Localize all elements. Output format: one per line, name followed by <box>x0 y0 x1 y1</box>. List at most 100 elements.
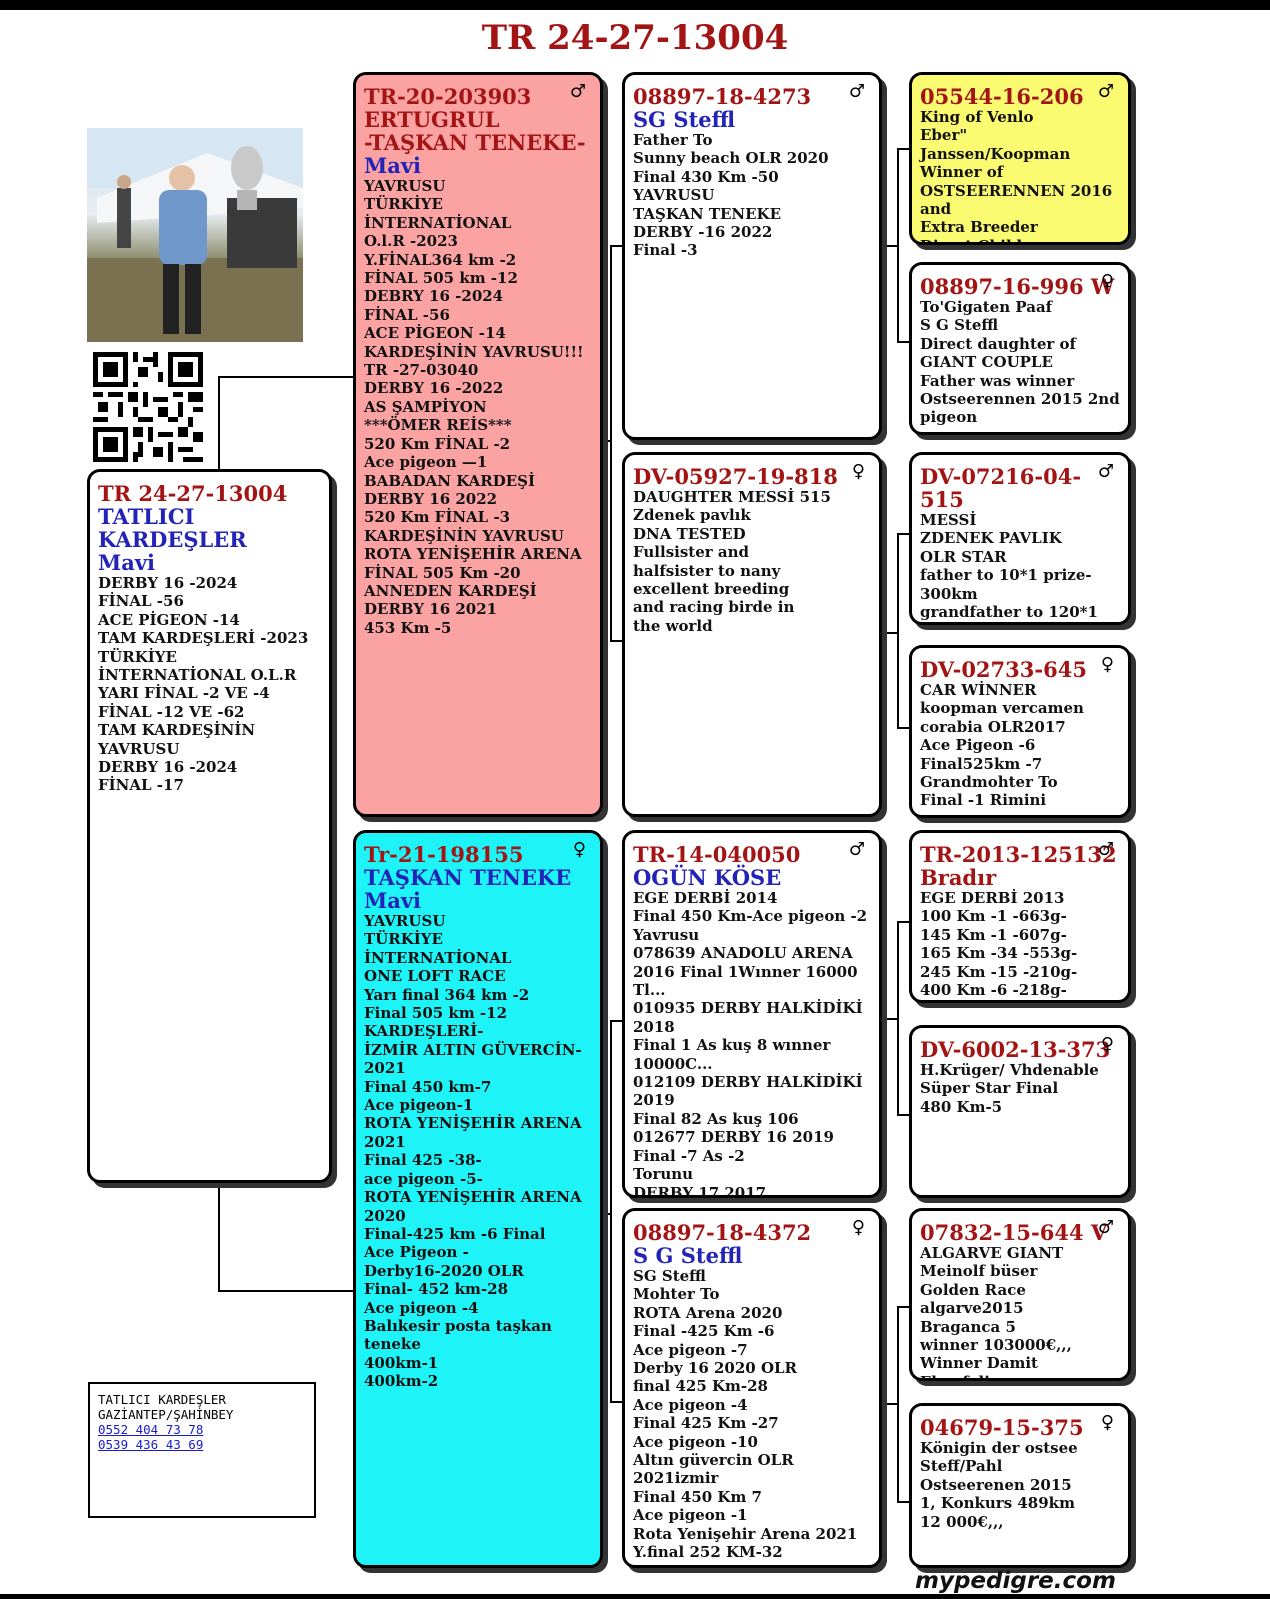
pigeon-notes: H.Krüger/ Vhdenable Süper Star Final 480… <box>920 1061 1099 1116</box>
pigeon-color: Mavi <box>98 550 156 575</box>
female-icon: ♀ <box>851 1217 865 1238</box>
male-icon: ♂ <box>569 81 586 102</box>
grandsire-card[interactable]: ♂ TR-14-040050 OGÜN KÖSE EGE DERBİ 2014 … <box>622 830 882 1198</box>
pigeon-color: Mavi <box>364 153 422 178</box>
pigeon-notes: ALGARVE GIANT Meinolf büser Golden Race … <box>920 1244 1072 1378</box>
female-icon: ♀ <box>1100 271 1114 292</box>
pigeon-notes: Königin der ostsee Steff/Pahl Ostseerene… <box>920 1439 1078 1531</box>
connector-line <box>218 376 220 469</box>
connector-line <box>897 533 909 535</box>
dam-card[interactable]: ♀ Tr-21-198155 TAŞKAN TENEKE Mavi YAVRUS… <box>353 830 603 1568</box>
page-title: TR 24-27-13004 <box>481 18 789 58</box>
contact-location: GAZİANTEP/ŞAHİNBEY <box>98 1407 234 1422</box>
pigeon-notes: SG Steffl Mohter To ROTA Arena 2020 Fina… <box>633 1267 858 1562</box>
pigeon-name: S G Steffl <box>633 1243 743 1268</box>
pigeon-notes: To'Gigaten Paaf S G Steffl Direct daught… <box>920 298 1120 427</box>
pigeon-notes: EGE DERBİ 2014 Final 450 Km-Ace pigeon -… <box>633 889 868 1198</box>
top-border <box>0 0 1270 10</box>
ring-number: DV-05927-19-818 <box>633 464 838 489</box>
ring-number: 05544-16-206 <box>920 84 1084 109</box>
connector-line <box>218 376 353 378</box>
ring-number: 07832-15-644 V <box>920 1220 1108 1245</box>
connector-line <box>885 245 899 247</box>
connector-line <box>218 1180 220 1292</box>
connector-line <box>885 1403 899 1405</box>
pigeon-notes: CAR WİNNER koopman vercamen corabia OLR2… <box>920 681 1084 810</box>
connector-line <box>610 245 612 642</box>
pigeon-name: TAŞKAN TENEKE <box>364 865 572 890</box>
connector-line <box>897 341 909 343</box>
qr-code[interactable] <box>93 352 203 462</box>
great-grandsire-card[interactable]: ♂ DV-07216-04-515 MESSİ ZDENEK PAVLIK OL… <box>909 452 1131 625</box>
great-grandsire-card[interactable]: ♂ 05544-16-206 King of Venlo Eber" Janss… <box>909 72 1131 245</box>
pigeon-name: ERTUGRUL -TAŞKAN TENEKE- <box>364 107 586 155</box>
ring-number: 08897-16-996 W <box>920 274 1115 299</box>
contact-name: TATLICI KARDEŞLER <box>98 1392 226 1407</box>
great-granddam-card[interactable]: ♀ 08897-16-996 W To'Gigaten Paaf S G Ste… <box>909 262 1131 435</box>
great-granddam-card[interactable]: ♀ DV-6002-13-373 H.Krüger/ Vhdenable Süp… <box>909 1025 1131 1198</box>
connector-line <box>610 1020 622 1022</box>
connector-line <box>897 1306 909 1308</box>
connector-line <box>885 1018 899 1020</box>
female-icon: ♀ <box>1100 1412 1114 1433</box>
great-granddam-card[interactable]: ♀ 04679-15-375 Königin der ostsee Steff/… <box>909 1403 1131 1568</box>
connector-line <box>885 632 899 634</box>
pigeon-notes: DERBY 16 -2024 FİNAL -56 ACE PİGEON -14 … <box>98 574 309 795</box>
pigeon-name: TATLICI KARDEŞLER <box>98 504 247 552</box>
female-icon: ♀ <box>1100 654 1114 675</box>
connector-line <box>897 921 909 923</box>
connector-line <box>897 1114 909 1116</box>
breeder-photo <box>87 128 303 342</box>
great-grandsire-card[interactable]: ♂ TR-2013-125132 Bradır EGE DERBİ 2013 1… <box>909 830 1131 1003</box>
ring-number: TR-14-040050 <box>633 842 801 867</box>
grandsire-card[interactable]: ♂ 08897-18-4273 SG Steffl Father To Sunn… <box>622 72 882 440</box>
pigeon-notes: EGE DERBİ 2013 100 Km -1 -663g- 145 Km -… <box>920 889 1078 1000</box>
phone-link[interactable]: 0552 404 73 78 <box>98 1422 204 1437</box>
ring-number: DV-02733-645 <box>920 657 1087 682</box>
female-icon: ♀ <box>572 839 586 860</box>
pigeon-notes: YAVRUSU TÜRKİYE İNTERNATİONAL O.l.R -202… <box>364 177 584 637</box>
ring-number: DV-6002-13-373 <box>920 1037 1111 1062</box>
ring-number: TR-2013-125132 <box>920 842 1117 867</box>
connector-line <box>610 1020 612 1403</box>
pigeon-name: SG Steffl <box>633 107 736 132</box>
connector-line <box>610 640 622 642</box>
connector-line <box>610 245 622 247</box>
great-granddam-card[interactable]: ♀ DV-02733-645 CAR WİNNER koopman vercam… <box>909 645 1131 818</box>
male-icon: ♂ <box>1097 461 1114 482</box>
pigeon-name: Bradır <box>920 865 997 890</box>
pigeon-notes: King of Venlo Eber" Janssen/Koopman Winn… <box>920 108 1113 242</box>
female-icon: ♀ <box>851 461 865 482</box>
male-icon: ♂ <box>1097 81 1114 102</box>
connector-line <box>897 148 909 150</box>
pigeon-notes: Father To Sunny beach OLR 2020 Final 430… <box>633 131 829 260</box>
female-icon: ♀ <box>1100 1034 1114 1055</box>
pigeon-notes: YAVRUSU TÜRKİYE İNTERNATİONAL ONE LOFT R… <box>364 912 582 1391</box>
connector-line <box>610 1401 622 1403</box>
ring-number: Tr-21-198155 <box>364 842 524 867</box>
connector-line <box>218 1290 353 1292</box>
bottom-border <box>0 1594 1270 1599</box>
male-icon: ♂ <box>1097 1217 1114 1238</box>
pigeon-notes: DAUGHTER MESSİ 515 Zdenek pavlık DNA TES… <box>633 488 831 635</box>
male-icon: ♂ <box>848 839 865 860</box>
subject-card[interactable]: TR 24-27-13004 TATLICI KARDEŞLER Mavi DE… <box>87 469 332 1183</box>
connector-line <box>897 533 899 729</box>
ring-number: TR-20-203903 <box>364 84 532 109</box>
ring-number: DV-07216-04-515 <box>920 464 1082 512</box>
site-watermark: mypedigre.com <box>915 1568 1116 1594</box>
connector-line <box>897 1501 909 1503</box>
pigeon-color: Mavi <box>364 888 422 913</box>
connector-line <box>600 440 612 442</box>
great-grandsire-card[interactable]: ♂ 07832-15-644 V ALGARVE GIANT Meinolf b… <box>909 1208 1131 1381</box>
ring-number: 08897-18-4372 <box>633 1220 812 1245</box>
granddam-card[interactable]: ♀ 08897-18-4372 S G Steffl SG Steffl Moh… <box>622 1208 882 1568</box>
contact-box: TATLICI KARDEŞLER GAZİANTEP/ŞAHİNBEY 055… <box>88 1382 316 1518</box>
sire-card[interactable]: ♂ TR-20-203903 ERTUGRUL -TAŞKAN TENEKE- … <box>353 72 603 817</box>
phone-link[interactable]: 0539 436 43 69 <box>98 1437 204 1452</box>
ring-number: 04679-15-375 <box>920 1415 1084 1440</box>
male-icon: ♂ <box>848 81 865 102</box>
granddam-card[interactable]: ♀ DV-05927-19-818 DAUGHTER MESSİ 515 Zde… <box>622 452 882 817</box>
ring-number: 08897-18-4273 <box>633 84 812 109</box>
connector-line <box>600 1213 612 1215</box>
